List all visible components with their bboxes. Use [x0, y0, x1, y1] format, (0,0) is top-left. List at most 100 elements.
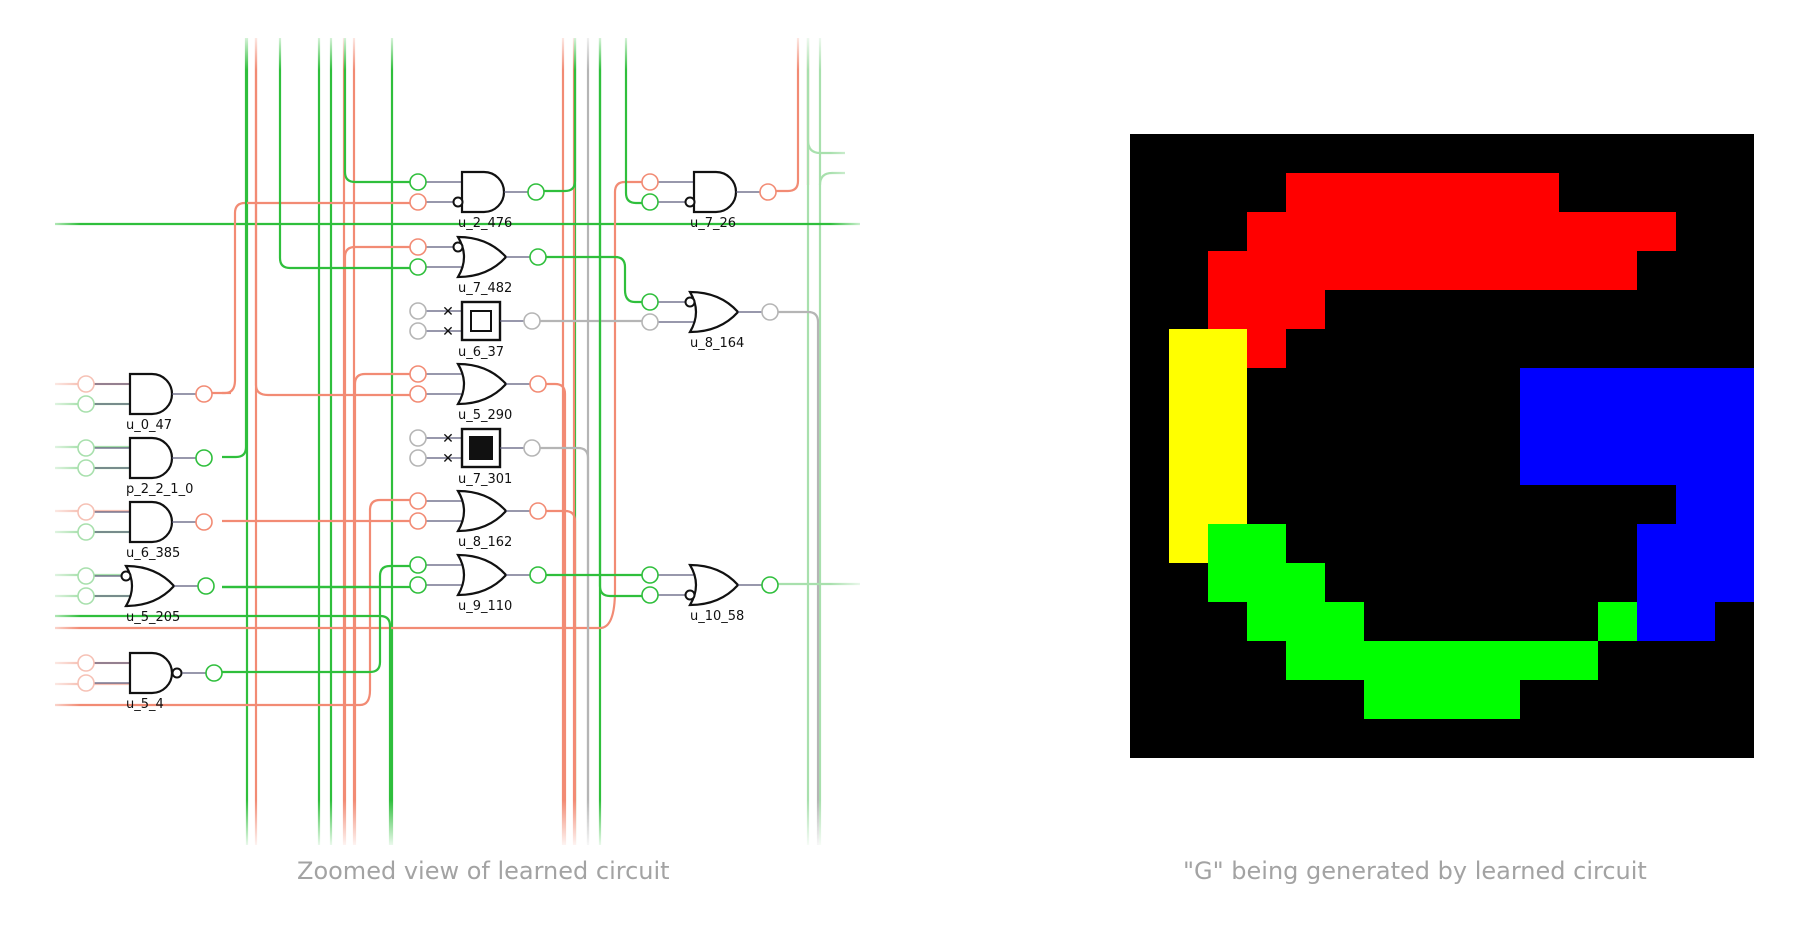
pixel-cell: [1286, 134, 1326, 174]
pixel-cell: [1247, 680, 1287, 720]
wire: [769, 310, 820, 845]
gate-u_2_476: u_2_476: [409, 170, 545, 231]
input-port: [77, 459, 95, 477]
pixel-cell: [1676, 602, 1716, 642]
pixel-cell: [1208, 134, 1248, 174]
input-port: [77, 674, 95, 692]
wire: [55, 614, 392, 845]
pixel-cell: [1637, 524, 1677, 564]
pixel-cell: [1364, 212, 1404, 252]
fade-left: [40, 30, 80, 850]
pixel-cell: [1130, 368, 1170, 408]
gate-u_7_301: ✕✕u_7_301: [409, 427, 541, 487]
pixel-cell: [1364, 602, 1404, 642]
pixel-cell: [1325, 407, 1365, 447]
pixel-cell: [1520, 368, 1560, 408]
pixel-cell: [1559, 134, 1599, 174]
pixel-cell: [1403, 251, 1443, 291]
pixel-cell: [1598, 212, 1638, 252]
pixel-cell: [1598, 134, 1638, 174]
pixel-cell: [1598, 485, 1638, 525]
pixel-cell: [1715, 719, 1754, 758]
pixel-cell: [1130, 641, 1170, 681]
pixel-cell: [1247, 212, 1287, 252]
pixel-cell: [1715, 485, 1754, 525]
pixel-cell: [1208, 290, 1248, 330]
pixel-cell: [1286, 485, 1326, 525]
input-port: [641, 193, 659, 211]
pixel-cell: [1559, 251, 1599, 291]
pixel-cell: [1130, 680, 1170, 720]
pixel-cell: [1208, 602, 1248, 642]
pixel-cell: [1481, 329, 1521, 369]
pixel-cell: [1169, 290, 1209, 330]
pixel-cell: [1715, 251, 1754, 291]
input-port: [77, 523, 95, 541]
gate-u_5_205: u_5_205: [77, 564, 215, 625]
pixel-cell: [1247, 173, 1287, 213]
gate-u_7_26: u_7_26: [641, 170, 777, 231]
pixel-cell: [1286, 680, 1326, 720]
pixel-cell: [1442, 563, 1482, 603]
wire: [539, 382, 567, 845]
pixel-cell: [1637, 680, 1677, 720]
wire: [222, 564, 416, 674]
pixel-cell: [1442, 290, 1482, 330]
wire: [598, 38, 648, 598]
gate-label: u_5_205: [126, 610, 180, 625]
pixel-cell: [1130, 485, 1170, 525]
wire: [343, 245, 416, 845]
pixel-cell: [1481, 524, 1521, 564]
pixel-cell: [1169, 173, 1209, 213]
pixel-cell: [1208, 212, 1248, 252]
pixel-cell: [1676, 368, 1716, 408]
pixel-cell: [1715, 134, 1754, 174]
input-port: [409, 322, 427, 340]
pixel-cell: [1286, 251, 1326, 291]
wire: [210, 201, 416, 395]
pixel-cell: [1403, 680, 1443, 720]
input-port: [77, 587, 95, 605]
pixel-cell: [1520, 173, 1560, 213]
gate-u_6_37: ✕✕u_6_37: [409, 300, 541, 360]
pixel-cell: [1130, 251, 1170, 291]
pixel-cell: [1520, 602, 1560, 642]
pixel-cell: [1208, 641, 1248, 681]
pixel-cell: [1364, 485, 1404, 525]
pixel-cell: [1715, 641, 1754, 681]
pixel-cell: [1598, 251, 1638, 291]
pixel-cell: [1169, 602, 1209, 642]
pixel-cell: [1442, 212, 1482, 252]
output-port: [205, 664, 223, 682]
pixel-cell: [1520, 485, 1560, 525]
invert-bubble: [684, 296, 696, 308]
gate-label: u_7_482: [458, 281, 512, 296]
pixel-cell: [1559, 368, 1599, 408]
input-port: [409, 258, 427, 276]
pixel-cell: [1325, 641, 1365, 681]
pixel-cell: [1247, 563, 1287, 603]
pixel-cell: [1442, 368, 1482, 408]
pixel-cell: [1442, 602, 1482, 642]
input-port: [409, 429, 427, 447]
and-gate-body: [128, 651, 174, 695]
invert-bubble: [684, 196, 696, 208]
pixel-cell: [1676, 485, 1716, 525]
or-gate-body: [456, 553, 508, 597]
output-port: [197, 577, 215, 595]
pixel-cell: [1247, 290, 1287, 330]
caption-circuit: Zoomed view of learned circuit: [297, 857, 670, 885]
pixel-cell: [1130, 563, 1170, 603]
gate-label: u_8_164: [690, 336, 744, 351]
pixel-cell: [1208, 368, 1248, 408]
wire: [539, 255, 648, 304]
pixel-cell: [1559, 212, 1599, 252]
output-port: [523, 439, 541, 457]
pixel-cell: [1559, 602, 1599, 642]
pixel-cell: [1637, 602, 1677, 642]
input-port: [77, 375, 95, 393]
pixel-cell: [1169, 719, 1209, 758]
output-port: [761, 303, 779, 321]
input-port: [409, 512, 427, 530]
